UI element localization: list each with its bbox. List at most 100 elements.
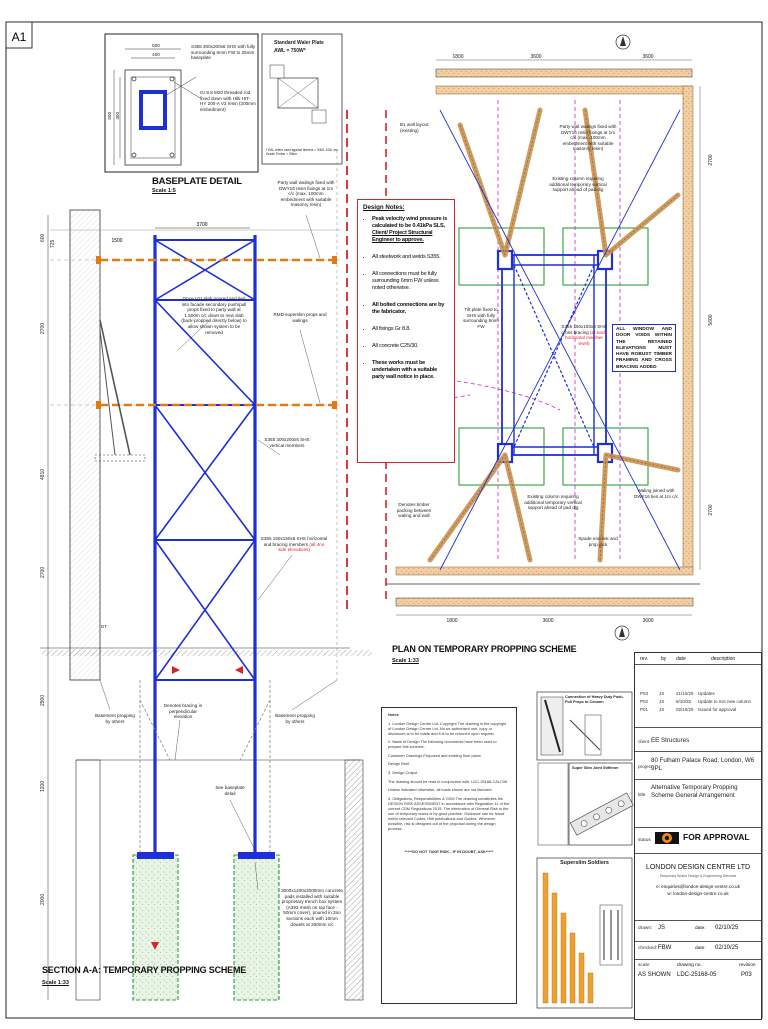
plan-note-party: Party wall walings fixed with DWY16 resi… bbox=[559, 124, 617, 152]
plan-dim-bottom: 1800 bbox=[446, 618, 457, 624]
section-dim: 2700 bbox=[40, 567, 46, 578]
baseplate-detail bbox=[104, 33, 259, 173]
rev-row-by: JS bbox=[659, 699, 665, 704]
rev-header-by: by bbox=[661, 656, 667, 662]
rev-row-rev: P01 bbox=[640, 707, 649, 712]
rev-row-date: 21/10/25 bbox=[676, 691, 694, 696]
section-dim: 4810 bbox=[40, 469, 46, 480]
checked-value: FBW bbox=[658, 945, 672, 951]
baseplate-scale: Scale 1:5 bbox=[152, 188, 176, 194]
section-note-basement-right: Basement propping by others bbox=[275, 713, 315, 724]
checked-date-label: date: bbox=[695, 946, 706, 951]
drawn-value: JS bbox=[658, 925, 666, 931]
section-note-bracing-red: (all 4no side elevations) bbox=[278, 541, 325, 553]
design-note-1a: Peak velocity wind pressure is calculate… bbox=[372, 216, 448, 229]
revision-label: revision bbox=[739, 963, 756, 968]
section-note-rmd: RMD superslim props and walings bbox=[273, 312, 327, 323]
status-label: status bbox=[638, 838, 651, 843]
baseplate-dim-vert-inner: 400 bbox=[115, 111, 121, 120]
plan-note-column-top: Existing column requiring additional tem… bbox=[549, 176, 607, 193]
rev-header-description: description bbox=[711, 656, 736, 662]
section-note-vertical: S355 300x200x6 SHS vertical members bbox=[264, 437, 310, 448]
rev-row-desc: Update to mis new column bbox=[698, 699, 752, 704]
title-value: Alternative Temporary Propping Scheme Ge… bbox=[651, 784, 738, 799]
section-dim: 725 bbox=[50, 239, 56, 248]
company-sub: Temporary Works Design & Engineering Ser… bbox=[659, 874, 737, 878]
waler-note: * EAL refers used against timbers = 9/40… bbox=[266, 148, 338, 156]
plan-scale: Scale 1:33 bbox=[392, 658, 419, 664]
design-note-5: All fixings Gr 8.8. bbox=[372, 326, 449, 333]
design-note-1b: Client/ Project Structural Engineer to a… bbox=[372, 230, 433, 243]
section-dim: 2900 bbox=[40, 695, 46, 706]
section-dim-top-left: 1500 bbox=[111, 238, 122, 244]
plan-dim-top: 3600 bbox=[530, 54, 541, 60]
section-dim: 2000 bbox=[40, 894, 46, 905]
notes-p7: Unless indicated otherwise, all loads sh… bbox=[388, 787, 493, 793]
plan-dim-right: 5600 bbox=[708, 314, 714, 325]
waler-plate-detail bbox=[261, 33, 343, 165]
section-note-pads: 3000x1200x2000mm concrete pads installed… bbox=[281, 888, 343, 927]
card-joint-stiffener-title: Super Slim Joint Stiffener bbox=[572, 766, 619, 770]
checked-label: checked: bbox=[638, 946, 658, 951]
drawing-no-value: LDC-25168-05 bbox=[677, 972, 717, 978]
rev-row-desc: Updates bbox=[698, 691, 715, 696]
section-note-basement-left: Basement propping by others bbox=[95, 713, 135, 724]
section-ground-label: GT bbox=[100, 624, 108, 629]
baseplate-note-bolts: Gr 8.8 M20 threaded rod fixed down with … bbox=[200, 90, 256, 112]
plan-note-waling: Waling joined with DWY16 ties at 1m c/c bbox=[633, 488, 679, 499]
plan-dim-bottom: 3600 bbox=[542, 618, 553, 624]
drawn-label: drawn: bbox=[638, 926, 653, 931]
plan-note-shs: S355 150x150x6 SHS cross bracing (at eac… bbox=[560, 324, 608, 346]
design-note-1: Peak velocity wind pressure is calculate… bbox=[372, 216, 449, 244]
section-scale: Scale 1:33 bbox=[42, 980, 69, 986]
plan-dim-top: 3600 bbox=[642, 54, 653, 60]
scale-label: scale: bbox=[638, 963, 651, 968]
rev-header-rev: rev. bbox=[640, 656, 648, 662]
design-notes-heading: Design Notes: bbox=[363, 204, 405, 211]
card-soldiers-title: Superslim Soldiers bbox=[560, 860, 609, 866]
logo-mark bbox=[655, 832, 679, 844]
notes-warning: *****DO NOT TAKE RISK - IF IN DOUBT, ASK… bbox=[404, 848, 494, 854]
plan-dim-right: 2700 bbox=[708, 154, 714, 165]
plan-note-shs-red: (at each horizontal member level) bbox=[564, 329, 607, 346]
rev-row-by: JS bbox=[659, 691, 665, 696]
plan-view: 1800 3600 3600 1800 3600 3600 2700 5600 … bbox=[385, 34, 714, 641]
plan-note-tilt: Tilt plate fixed to SHS with fully surro… bbox=[463, 307, 499, 329]
notes-p6: The drawing should be read in conjunctio… bbox=[388, 778, 508, 784]
notes-p1: 1. London Design Centre Ltd. Copyright T… bbox=[388, 720, 507, 736]
section-dim-top: 3700 bbox=[196, 222, 207, 228]
plan-dim-right: 2700 bbox=[708, 504, 714, 515]
notes-p5: 3. Design Output bbox=[388, 769, 418, 775]
design-note-3: All connections must be fully surroundin… bbox=[372, 271, 449, 292]
revision-value: P03 bbox=[741, 972, 752, 978]
rev-row-rev: P03 bbox=[640, 691, 649, 696]
rev-header-date: date bbox=[676, 656, 686, 662]
rev-row-date: 02/10/25 bbox=[676, 707, 694, 712]
plan-note-column-bottom: Existing column requiring additional tem… bbox=[524, 494, 582, 511]
design-note-2: All steelwork and welds S355. bbox=[372, 254, 449, 261]
baseplate-dim-inner: 400 bbox=[152, 52, 160, 57]
section-dim: 2700 bbox=[40, 323, 46, 334]
section-note-bracing: S355 150x150x6 SHS horizontal and bracin… bbox=[260, 536, 328, 553]
baseplate-dim-vert-outer: 500 bbox=[107, 111, 113, 120]
title-label: title bbox=[638, 793, 646, 798]
notes-p3: Customer Drawings Proposed and existing … bbox=[388, 752, 481, 758]
company-name: LONDON DESIGN CENTRE LTD bbox=[645, 864, 751, 871]
notes-p2: 2. Basis of Design The following documen… bbox=[388, 739, 497, 750]
company-email: e: enquiries@london-design-centre.co.uk bbox=[656, 884, 740, 889]
baseplate-dim-outer: 500 bbox=[152, 43, 160, 48]
window-voids-note: ALL WINDOW AND DOOR VOIDS WITHIN THE RET… bbox=[612, 324, 676, 372]
general-notes-panel: Notes 1. London Design Centre Ltd. Copyr… bbox=[381, 707, 517, 1004]
plan-note-b1: B1 wall layout (existing) bbox=[400, 122, 429, 133]
checked-date: 02/10/25 bbox=[715, 945, 739, 951]
card-push-pull-title: Connection of Heavy Duty Push-Pull Props… bbox=[565, 695, 624, 704]
baseplate-title: BASEPLATE DETAIL bbox=[152, 176, 242, 187]
waler-title: Standard Waler Plate bbox=[274, 40, 324, 46]
section-note-see-baseplate: See baseplate detail bbox=[215, 785, 245, 796]
plan-dim-bottom: 3600 bbox=[642, 618, 653, 624]
scale-value: AS SHOWN bbox=[638, 972, 671, 978]
section-note-bracing-main: S355 150x150x6 SHS horizontal and bracin… bbox=[260, 536, 328, 547]
rev-row-by: JS bbox=[659, 707, 665, 712]
rev-row-date: 6/10/25 bbox=[676, 699, 692, 704]
